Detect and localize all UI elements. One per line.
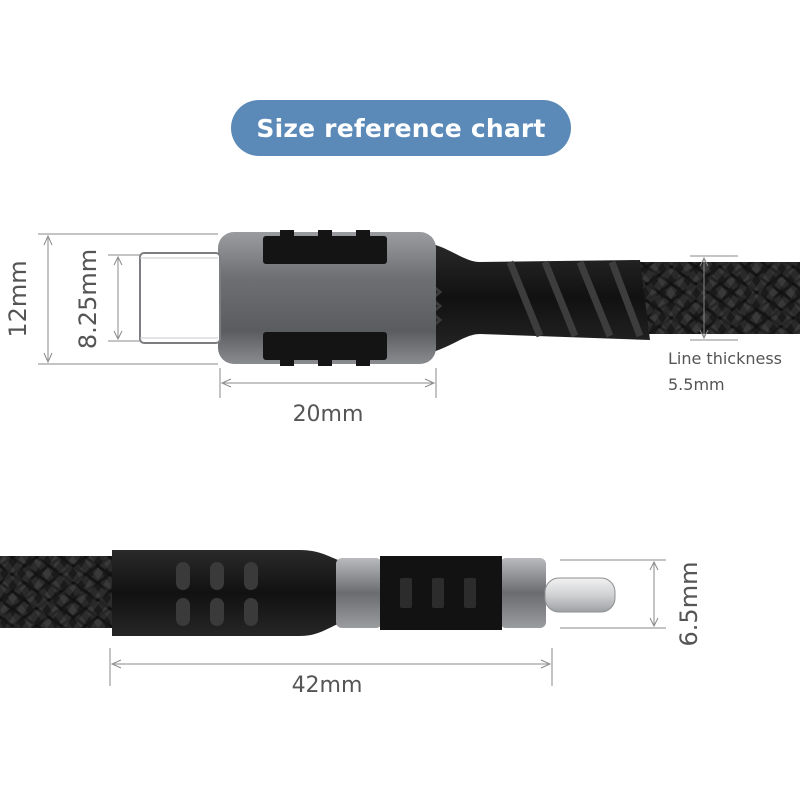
bottom-rubber-body <box>112 550 338 636</box>
bottom-metal-ring-right <box>500 558 546 628</box>
top-connector <box>139 230 800 366</box>
title-pill: Size reference chart <box>231 100 571 156</box>
label-line-thickness-value: 5.5mm <box>668 375 725 394</box>
top-grip-pad-upper <box>263 236 387 264</box>
label-8-25mm: 8.25mm <box>74 249 102 349</box>
label-12mm: 12mm <box>4 260 32 337</box>
bottom-metal-ring-left <box>336 558 382 628</box>
top-metal-housing <box>218 232 436 364</box>
top-usb-c-plug <box>139 252 221 344</box>
bottom-rubber-slots <box>176 562 258 626</box>
label-42mm: 42mm <box>292 673 363 698</box>
label-6-5mm: 6.5mm <box>675 562 703 647</box>
bottom-dimension-lines <box>109 559 666 686</box>
top-dimension-lines <box>38 233 738 398</box>
top-grip-pad-lower <box>263 332 387 360</box>
label-20mm: 20mm <box>293 402 364 427</box>
bottom-usb-c-plug <box>544 577 616 613</box>
bottom-connector <box>0 550 616 636</box>
label-line-thickness: Line thickness <box>668 349 782 368</box>
top-relief-grooves <box>506 260 644 338</box>
